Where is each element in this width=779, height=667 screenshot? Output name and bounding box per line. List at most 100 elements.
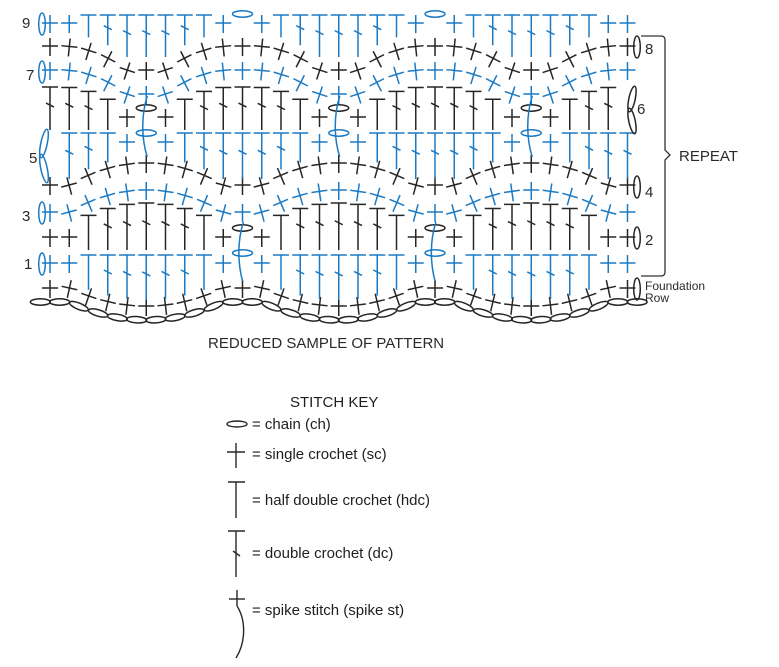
stitch-slash [295,269,305,275]
single-crochet-stitch [523,298,540,316]
stitch-slash [546,220,555,227]
chain-stitch [29,298,52,306]
single-crochet-stitch [61,280,78,298]
turning-chain [627,85,637,113]
stitch-stem [605,280,611,298]
double-crochet-stitch [292,254,309,296]
stitch-slash [218,102,228,109]
chain-stitch [231,10,254,18]
chain-stitch [530,315,552,324]
single-crochet-stitch [523,182,540,200]
double-crochet-stitch [311,14,328,57]
half-double-crochet-stitch [388,254,405,290]
stitch-bar [446,285,463,291]
stitch-bar [119,66,136,74]
stitch-slash [603,149,613,155]
double-crochet-stitch [99,207,116,250]
single-crochet-stitch [215,38,232,57]
stitch-stem [260,38,264,57]
stitch-slash [469,104,478,111]
stitch-slash [488,223,498,229]
single-crochet-stitch [273,66,290,85]
stitch-bar [485,78,501,87]
stitch-bar [408,209,424,215]
stitch-bar [292,165,308,172]
stitch-stem [487,74,498,92]
single-crochet-stitch [100,293,116,312]
stitch-stem [585,66,593,85]
single-crochet-stitch [600,177,617,195]
single-crochet-stitch [388,288,404,306]
stitch-slash [392,145,401,151]
double-crochet-stitch [484,207,501,250]
stitch-bar [80,47,97,54]
chain-stitch [183,308,205,318]
stitch-stem [374,160,381,179]
stitch-stem [84,288,93,306]
stitch-stem [179,50,190,68]
stitch-stem [412,177,419,195]
stitch-stem [295,50,306,68]
double-crochet-stitch [619,132,636,179]
double-crochet-stitch [465,90,482,130]
stitch-bar [562,192,578,199]
stitch-bar [61,209,77,215]
single-crochet-stitch [80,66,97,85]
stitch-bar [253,44,270,49]
double-crochet-stitch [523,254,540,300]
stitch-bar [100,298,116,305]
single-crochet-stitch [61,38,78,57]
single-crochet-stitch [42,177,58,195]
stitch-bar [561,78,577,87]
single-crochet-stitch [350,134,366,152]
stitch-stem [374,293,381,312]
stitch-stem [297,293,304,312]
stitch-bar [542,90,559,98]
single-crochet-stitch [42,280,58,298]
single-crochet-stitch [138,62,155,80]
spike-stitch [527,95,533,158]
chain-stitch [222,298,244,306]
single-crochet-stitch [195,66,212,85]
stitch-bar [176,78,192,87]
stitch-bar [293,78,309,87]
stitch-stem [392,288,401,306]
key-label-half-double-crochet: = half double crochet (hdc) [252,492,430,509]
half-double-crochet-stitch [465,14,482,38]
single-crochet-stitch [292,293,309,312]
single-crochet-stitch [61,15,78,33]
stitch-slash [103,25,113,31]
stitch-bar [100,54,116,63]
stitch-stem [200,42,208,61]
single-crochet-stitch [388,66,405,85]
stitch-bar [177,165,193,172]
double-crochet-stitch [311,203,328,250]
stitch-stem [161,86,170,104]
stitch-stem [509,156,515,175]
stitch-slash [392,104,401,111]
chain-stitch [433,298,456,306]
single-crochet-stitch [119,86,136,104]
single-crochet-stitch [253,204,270,222]
stitch-stem [85,66,92,85]
double-crochet-stitch [407,86,424,130]
stitch-bar [580,292,597,300]
stitch-bar [157,90,174,98]
stitch-bar [446,182,462,188]
half-double-crochet-stitch [292,98,309,130]
single-crochet-stitch [215,229,232,247]
single-crochet-stitch [542,183,559,202]
stitch-slash [565,25,575,31]
double-crochet-stitch [581,132,597,170]
single-crochet-stitch [293,74,309,92]
stitch-bar [446,68,463,73]
half-double-crochet-stitch [273,214,289,250]
single-crochet-stitch [619,38,636,56]
double-crochet-stitch [119,254,135,299]
half-double-crochet-stitch [484,98,501,130]
single-crochet-stitch [215,204,232,222]
double-crochet-stitch [138,202,155,250]
single-crochet-stitch [138,182,155,200]
stitch-bar [311,162,328,167]
stitch-stem [220,177,227,195]
